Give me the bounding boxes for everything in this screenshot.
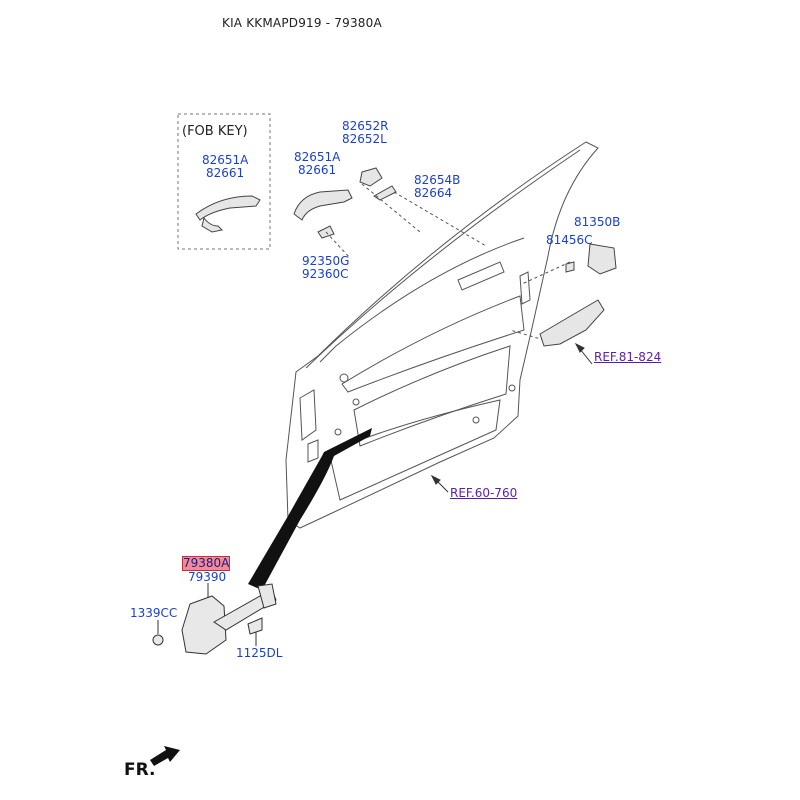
part-79380A-selected[interactable]: 79380A — [181, 556, 231, 571]
checker-leader-lines — [157, 583, 257, 646]
front-direction-label: FR. — [124, 760, 156, 780]
leader-lines — [325, 183, 571, 341]
part-82651A[interactable]: 82651A — [294, 150, 341, 164]
part-1125DL[interactable]: 1125DL — [236, 646, 283, 660]
part-82652L[interactable]: 82652L — [342, 132, 387, 146]
page-title: KIA KKMAPD919 - 79380A — [222, 16, 382, 30]
ref-60-760-link[interactable]: REF.60-760 — [450, 486, 518, 500]
latch-assembly-drawing — [539, 243, 617, 347]
fob-key-label: (FOB KEY) — [182, 124, 248, 139]
fob-key-handle-drawing — [195, 195, 261, 233]
part-79390[interactable]: 79390 — [188, 570, 227, 584]
door-checker-drawing — [152, 583, 277, 655]
part-82664[interactable]: 82664 — [414, 186, 453, 200]
part-82651A-fob[interactable]: 82651A — [202, 153, 249, 167]
door-panel-drawing — [285, 141, 599, 529]
ref-arrows — [430, 342, 593, 493]
outside-handle-drawing — [293, 167, 397, 239]
part-92350G[interactable]: 92350G — [302, 254, 350, 268]
part-82654B[interactable]: 82654B — [414, 173, 461, 187]
check-strap-band — [248, 428, 372, 590]
part-82652R[interactable]: 82652R — [342, 119, 389, 133]
part-82661[interactable]: 82661 — [298, 163, 337, 177]
part-81456C[interactable]: 81456C — [546, 233, 593, 247]
part-81350B[interactable]: 81350B — [574, 215, 621, 229]
ref-81-824-link[interactable]: REF.81-824 — [594, 350, 662, 364]
front-direction-arrow — [150, 746, 180, 766]
part-82661-fob[interactable]: 82661 — [206, 166, 245, 180]
part-92360C[interactable]: 92360C — [302, 267, 349, 281]
part-1339CC[interactable]: 1339CC — [130, 606, 178, 620]
fob-key-box — [177, 113, 271, 250]
